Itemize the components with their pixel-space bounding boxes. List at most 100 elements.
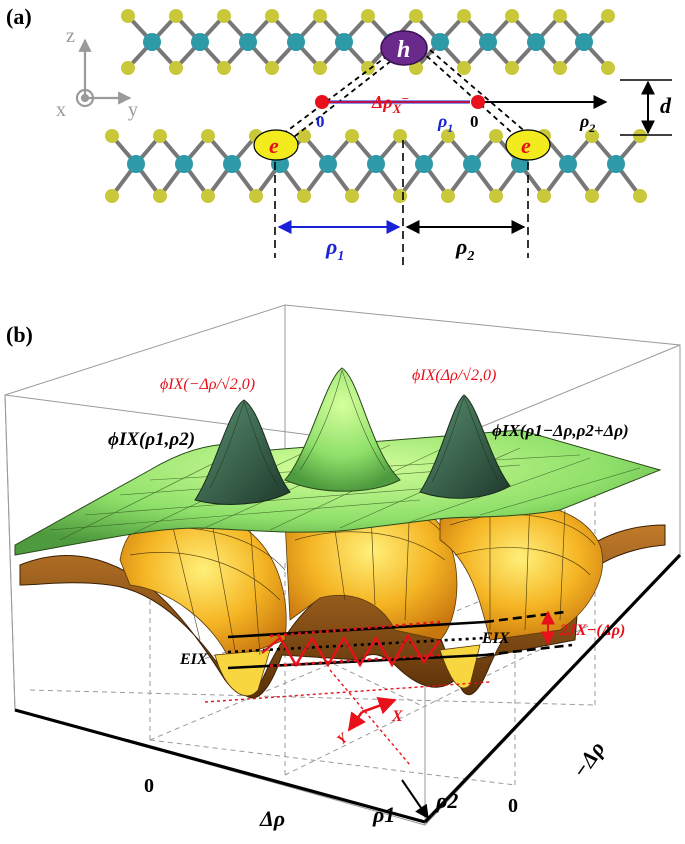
chalcogen-atom (297, 129, 311, 143)
tick-zero-left: 0 (144, 775, 154, 797)
panel-a-label: (a) (6, 4, 32, 29)
chalcogen-atom (105, 189, 119, 203)
chalcogen-atom (489, 189, 503, 203)
d-label: d (660, 93, 672, 118)
chalcogen-atom (345, 129, 359, 143)
chalcogen-atom (361, 61, 375, 75)
tick-rho1: ρ1 (372, 802, 395, 827)
axes-icon (75, 38, 132, 108)
chalcogen-atom (201, 189, 215, 203)
tick-rho2: ρ2 (435, 788, 458, 813)
metal-atom (527, 33, 545, 51)
chalcogen-atom (201, 129, 215, 143)
hole-marker (380, 30, 428, 66)
delta-rho-label: ΔρX− (371, 91, 409, 116)
chalcogen-atom (553, 61, 567, 75)
chalcogen-atom (457, 61, 471, 75)
chalcogen-atom (265, 61, 279, 75)
separation-brackets (274, 140, 529, 270)
potential-surface (19, 489, 666, 699)
chalcogen-atom (313, 61, 327, 75)
chalcogen-atom (441, 129, 455, 143)
metal-atom (607, 155, 625, 173)
metal-atom (319, 155, 337, 173)
chalcogen-atom (585, 189, 599, 203)
electron-right-marker (505, 129, 551, 161)
chalcogen-atom (601, 9, 615, 23)
chalcogen-atom (297, 189, 311, 203)
metal-atom (431, 33, 449, 51)
metal-atom (335, 33, 353, 51)
chalcogen-atom (169, 9, 183, 23)
phi-plus-label: ϕIX(Δρ/√2,0) (412, 367, 496, 384)
metal-atom (223, 155, 241, 173)
chalcogen-atom (553, 9, 567, 23)
chalcogen-atom (121, 9, 135, 23)
electron-right-label: e (521, 133, 531, 158)
chalcogen-atom (457, 9, 471, 23)
phi-minus-label: ϕIX(−Δρ/√2,0) (160, 376, 255, 393)
chalcogen-atom (537, 189, 551, 203)
electron-left-label: e (269, 133, 279, 158)
metal-atom (127, 155, 145, 173)
metal-atom (367, 155, 385, 173)
rotated-x-label: X (391, 708, 403, 725)
interlayer-distance-arrow (620, 79, 672, 136)
phi-main-label: ϕIX(ρ1,ρ2) (108, 429, 195, 450)
panel-b-label: (b) (6, 322, 33, 347)
chalcogen-atom (249, 189, 263, 203)
chalcogen-atom (217, 9, 231, 23)
metal-atom (575, 33, 593, 51)
rho1-bottom-label: ρ1 (325, 234, 344, 264)
rho1-axis-arrow (401, 779, 429, 820)
rho2-top-label: ρ2 (579, 111, 595, 135)
chalcogen-atom (393, 129, 407, 143)
tick-delta-rho: Δρ (259, 806, 285, 831)
axis-x-label: x (56, 99, 66, 121)
chalcogen-atom (217, 61, 231, 75)
chalcogen-atom (633, 189, 647, 203)
chalcogen-atom (313, 9, 327, 23)
e-ix-right-label: EIX (481, 630, 510, 647)
chalcogen-atom (441, 189, 455, 203)
chalcogen-atom (169, 61, 183, 75)
rho2-bottom-label: ρ2 (455, 234, 474, 264)
chalcogen-atom (121, 61, 135, 75)
chalcogen-atom (409, 9, 423, 23)
metal-atom (415, 155, 433, 173)
hole-label: h (397, 37, 410, 63)
tick-minus-delta-rho: −Δρ (567, 737, 610, 783)
energy-levels (227, 610, 573, 670)
metal-atom (143, 33, 161, 51)
metal-atom (559, 155, 577, 173)
origin-left-dot (315, 95, 329, 109)
axis-y-label: y (128, 99, 138, 121)
origin-right-label: 0 (470, 112, 479, 131)
tick-zero-right: 0 (508, 795, 518, 817)
splitting-label: 2JX−(Δρ) (559, 622, 625, 639)
metal-atom (191, 33, 209, 51)
rho1-top-label: ρ1 (437, 111, 453, 135)
electron-left-marker (253, 129, 299, 161)
metal-atom (239, 33, 257, 51)
chalcogen-atom (585, 129, 599, 143)
chalcogen-atom (633, 129, 647, 143)
chalcogen-atom (153, 189, 167, 203)
rotated-axes (204, 669, 491, 766)
origin-left-label: 0 (316, 112, 325, 131)
chalcogen-atom (505, 61, 519, 75)
top-monolayer (121, 9, 615, 75)
chalcogen-atom (105, 129, 119, 143)
wavefunction-surface (14, 367, 662, 556)
metal-atom (287, 33, 305, 51)
hole-electron-bonds (274, 49, 536, 141)
chalcogen-atom (489, 129, 503, 143)
panel-a: (a) z x y d h (6, 4, 672, 270)
chalcogen-atom (505, 9, 519, 23)
chalcogen-atom (393, 189, 407, 203)
chalcogen-atom (153, 129, 167, 143)
metal-atom (463, 155, 481, 173)
metal-atom (175, 155, 193, 173)
rotated-y-label: Y (335, 730, 352, 748)
